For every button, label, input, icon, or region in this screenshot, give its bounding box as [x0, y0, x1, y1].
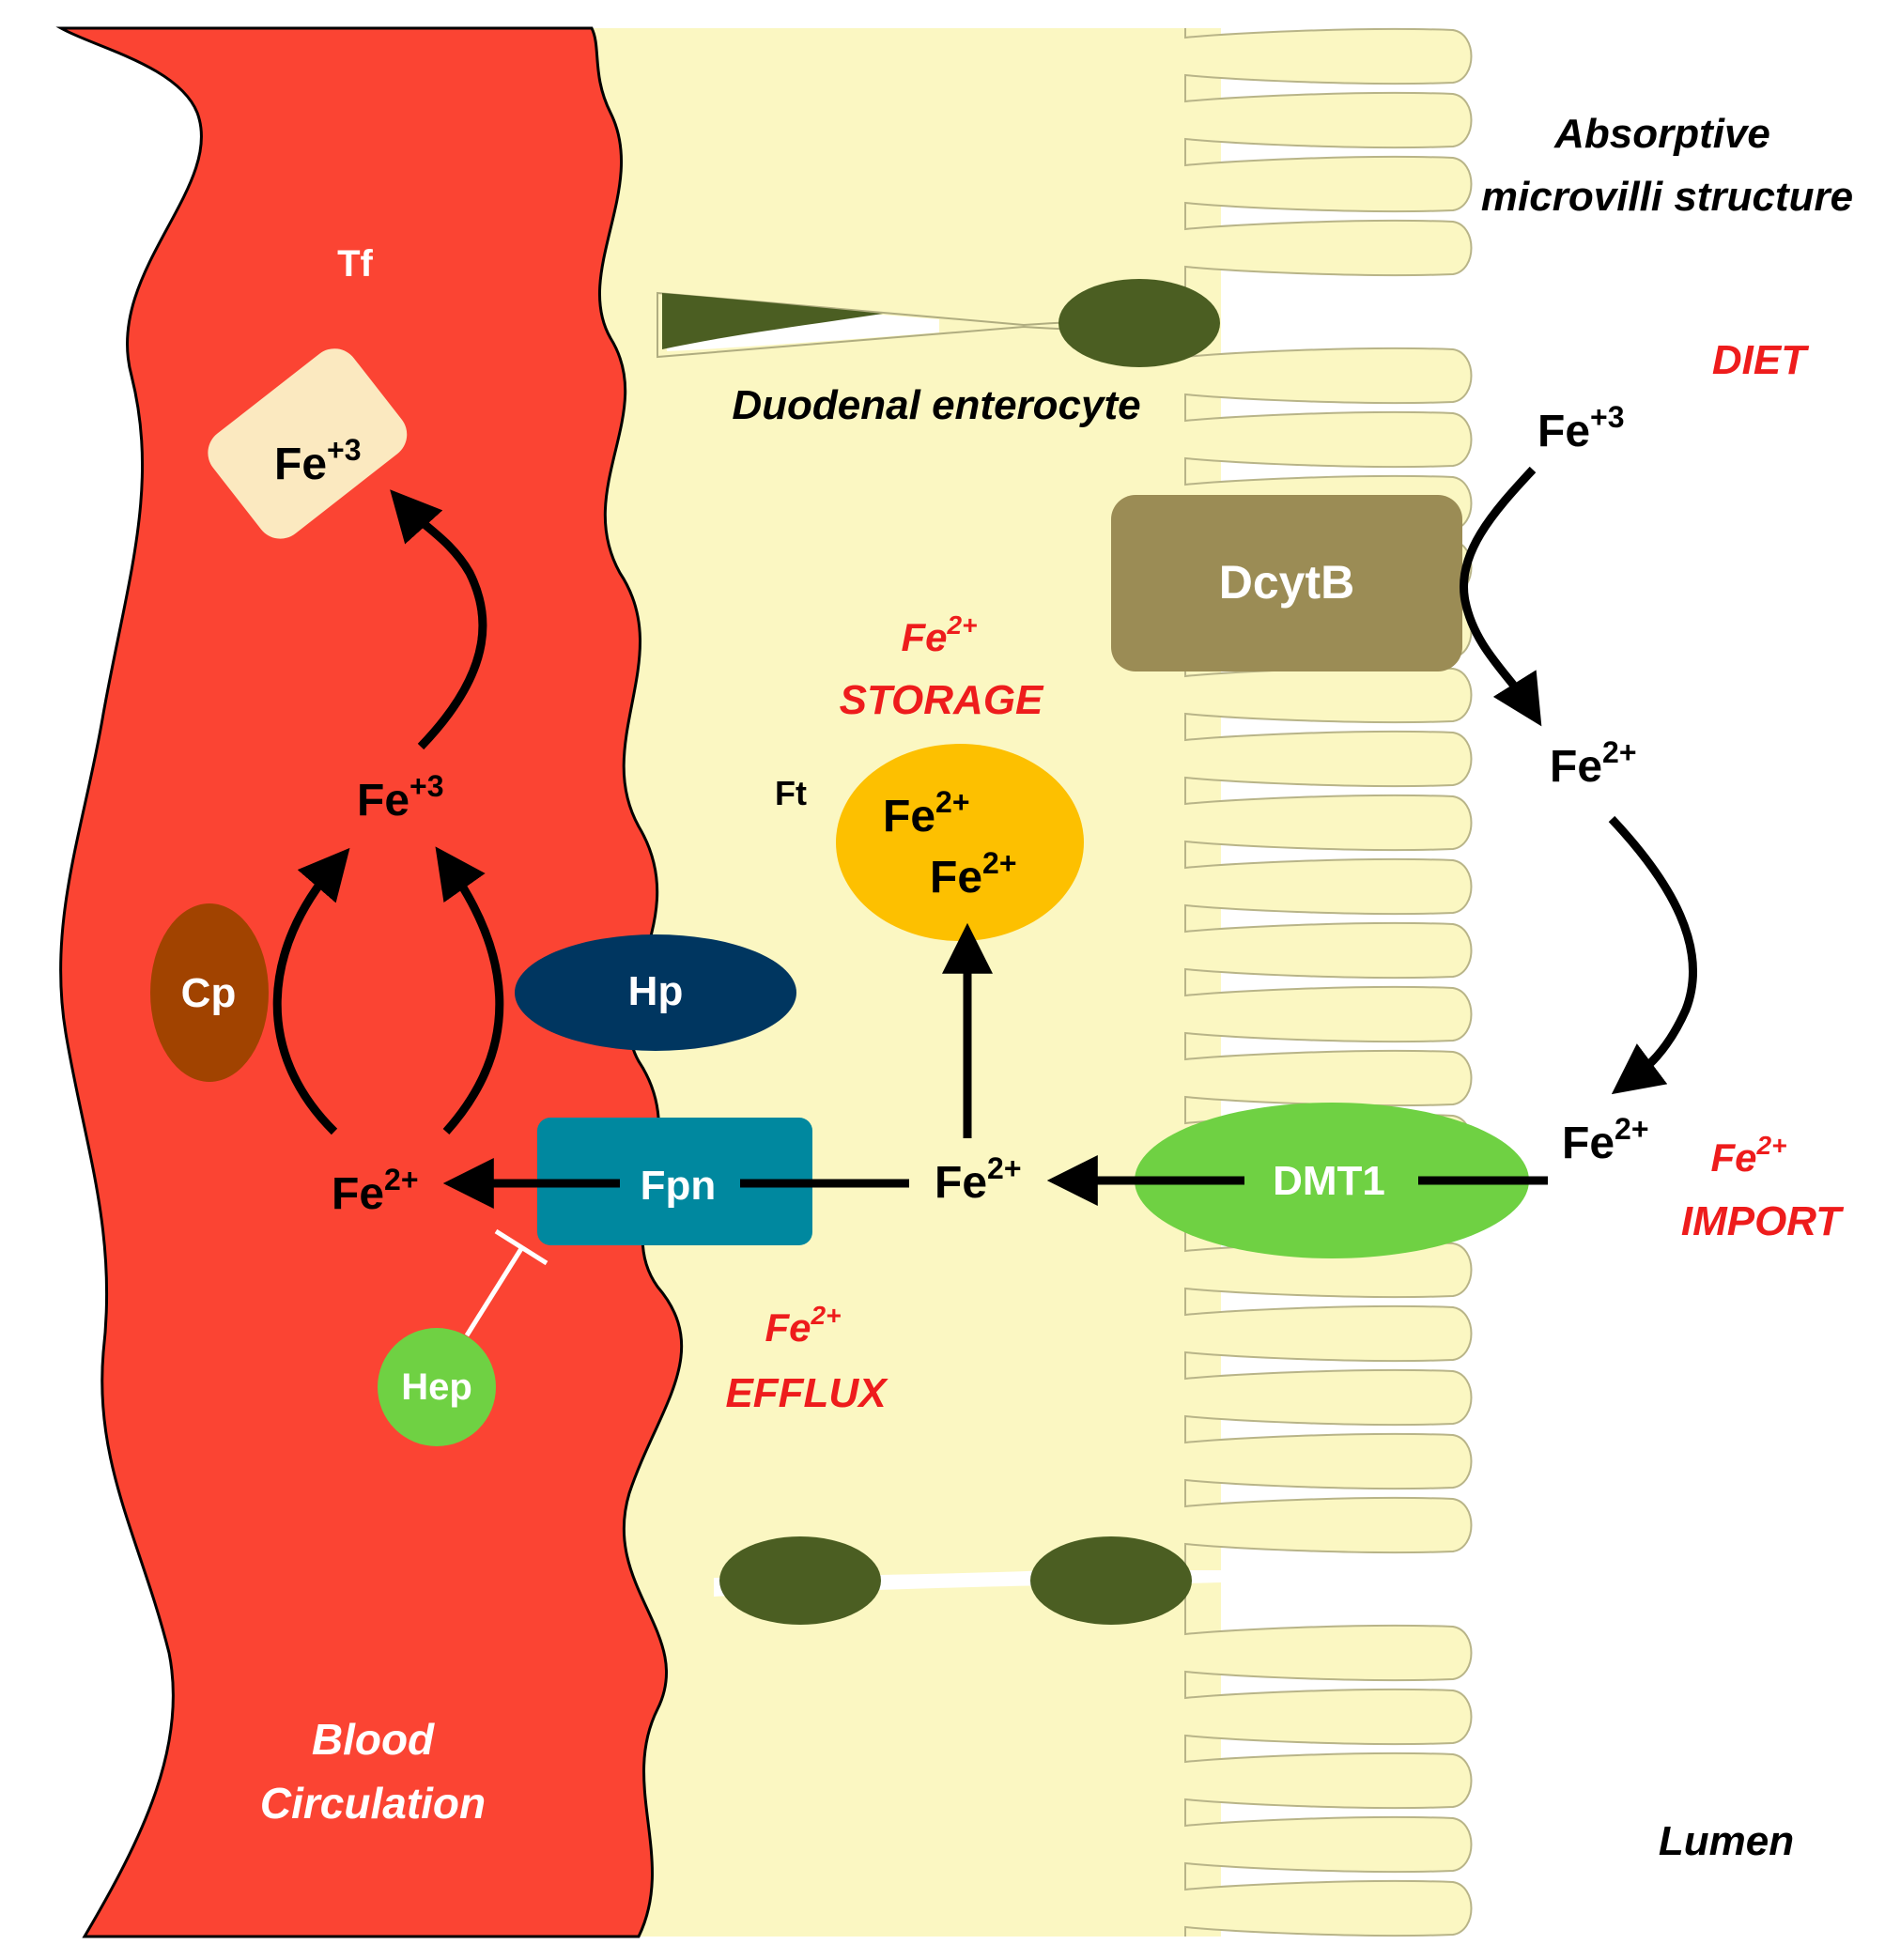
ferritin-ellipse: [836, 744, 1084, 941]
ion-ferrous-cytosol: Fe2+: [935, 1151, 1022, 1208]
arrow-to-transferrin: [390, 489, 487, 750]
fpn-label: Fpn: [641, 1163, 717, 1209]
tf-label: Tf: [337, 243, 373, 285]
import-ion-label: Fe2+: [1711, 1131, 1787, 1180]
arrow-dietary-reduction: [1460, 466, 1542, 727]
microvilli-label-line2: microvilli structure: [1481, 174, 1853, 220]
cp-protein: [150, 903, 269, 1082]
cp-label: Cp: [181, 970, 237, 1016]
dmt1-transporter: [1135, 1103, 1529, 1258]
blood-circulation-region: [55, 26, 684, 1938]
arrow-ferrous-descent: [1608, 815, 1697, 1095]
tight-junction-bottom: [714, 1536, 1259, 1625]
diet-label: DIET: [1712, 337, 1809, 383]
microvilli-label-line1: Absorptive: [1553, 111, 1770, 157]
ion-ferric-blood: Fe+3: [357, 769, 444, 826]
hepcidin-inhibition-line: [464, 1245, 525, 1337]
ion-ferrous-ferritin-2: Fe2+: [930, 846, 1017, 903]
arrow-hp-oxidation: [435, 846, 504, 1134]
hp-protein: [515, 934, 796, 1051]
ion-ferrous-after-dcytb: Fe2+: [1550, 735, 1637, 792]
efflux-word-label: EFFLUX: [725, 1370, 888, 1416]
ion-ferrous-blood: Fe2+: [332, 1163, 419, 1219]
ion-ferrous-lumen: Fe2+: [1562, 1112, 1649, 1168]
transferrin-shape: [208, 348, 408, 539]
lumen-label: Lumen: [1659, 1818, 1794, 1864]
microvilli-outline: [1184, 27, 1473, 1937]
hp-label: Hp: [628, 968, 684, 1014]
ft-label: Ft: [775, 774, 807, 812]
blood-label-line1: Blood: [312, 1715, 435, 1764]
hep-label: Hep: [401, 1366, 472, 1408]
hepcidin-inhibition-bar: [494, 1228, 549, 1266]
efflux-ion-label: Fe2+: [765, 1301, 842, 1350]
ion-ferrous-ferritin-1: Fe2+: [883, 785, 970, 841]
import-word-label: IMPORT: [1681, 1198, 1844, 1244]
ion-ferric-transferrin: Fe+3: [274, 433, 362, 489]
dcytb-protein: [1111, 495, 1462, 671]
enterocyte-cell-body: [592, 28, 1221, 1937]
arrow-cp-oxidation: [272, 847, 350, 1135]
blood-label-line2: Circulation: [260, 1779, 486, 1828]
fpn-transporter: [537, 1118, 812, 1245]
storage-ion-label: Fe2+: [902, 610, 978, 659]
storage-word-label: STORAGE: [840, 677, 1044, 723]
enterocyte-label: Duodenal enterocyte: [732, 382, 1140, 428]
tight-junction-top: [657, 279, 1220, 367]
dmt1-label: DMT1: [1273, 1158, 1385, 1204]
dcytb-label: DcytB: [1219, 556, 1354, 609]
hep-protein: [378, 1328, 496, 1446]
ion-ferric-diet: Fe+3: [1537, 400, 1625, 456]
